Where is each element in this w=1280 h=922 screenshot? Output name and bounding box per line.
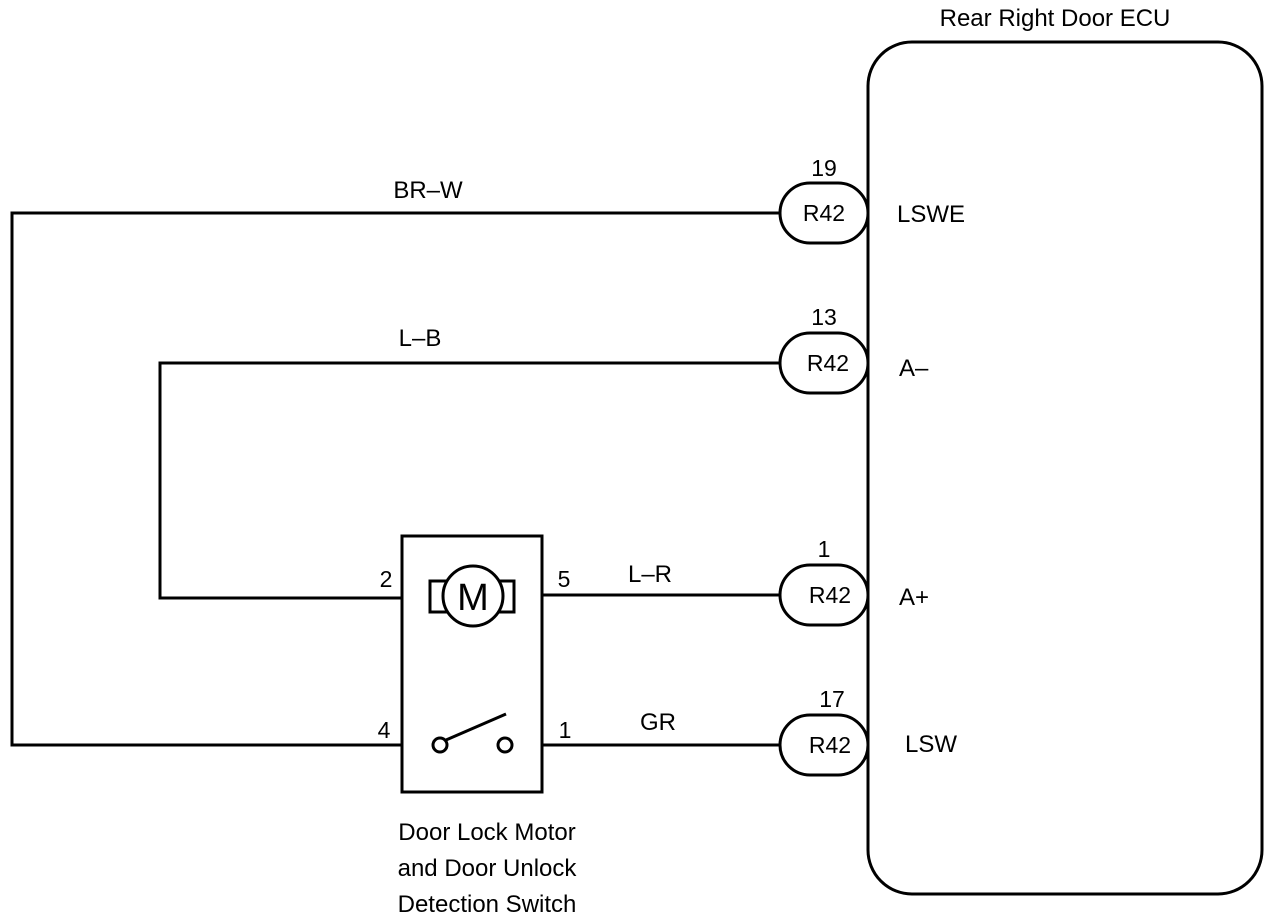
connector-id: R42 <box>809 732 851 758</box>
connector-id: R42 <box>809 582 851 608</box>
pin-number: 1 <box>818 536 831 562</box>
component-name-line-3: Detection Switch <box>398 891 577 918</box>
connector-r42-pin-19: R42 19 LSWE <box>778 155 965 245</box>
door-lock-assembly: M 2 5 4 1 Door Lock Motor and Door Unloc… <box>378 534 578 918</box>
switch-symbol <box>431 712 514 754</box>
component-name-line-1: Door Lock Motor <box>398 819 575 846</box>
wire-label-br-w: BR–W <box>393 177 463 204</box>
connector-r42-pin-17: R42 17 LSW <box>778 686 957 777</box>
connector-body <box>778 331 870 395</box>
ecu-title: Rear Right Door ECU <box>940 5 1171 32</box>
connector-body <box>778 181 870 245</box>
connector-id: R42 <box>803 200 845 226</box>
pin-number: 17 <box>819 686 845 712</box>
wire-l-b <box>158 361 782 600</box>
motor-circle <box>441 564 505 628</box>
ecu-terminal-label: LSWE <box>897 201 965 228</box>
wires <box>10 211 782 747</box>
ecu-terminal-label: LSW <box>905 731 957 758</box>
connector-body <box>778 563 870 627</box>
terminal-label-2: 2 <box>380 566 393 592</box>
terminal-label-1: 1 <box>559 717 572 743</box>
ecu-terminal-label: A– <box>899 355 929 382</box>
switch-contact-right <box>496 736 514 754</box>
wire-label-l-r: L–R <box>628 561 672 588</box>
wire-br-w <box>10 211 782 747</box>
connector-r42-pin-1: R42 1 A+ <box>778 536 929 627</box>
ecu-terminal-label: A+ <box>899 584 929 611</box>
motor-symbol: M <box>428 564 516 628</box>
connector-id: R42 <box>807 350 849 376</box>
switch-blade <box>445 712 507 742</box>
pin-number: 19 <box>811 155 837 181</box>
component-name-line-2: and Door Unlock <box>398 855 578 882</box>
switch-contact-left <box>431 736 449 754</box>
ecu-outline <box>866 40 1264 896</box>
terminal-label-4: 4 <box>378 717 391 743</box>
terminal-label-5: 5 <box>558 566 571 592</box>
pin-number: 13 <box>811 304 837 330</box>
motor-letter: M <box>457 577 489 619</box>
ecu-block: Rear Right Door ECU <box>866 5 1264 896</box>
wire-label-l-b: L–B <box>399 325 442 352</box>
wire-label-gr: GR <box>640 709 676 736</box>
connector-body <box>778 713 870 777</box>
connector-r42-pin-13: R42 13 A– <box>778 304 929 395</box>
